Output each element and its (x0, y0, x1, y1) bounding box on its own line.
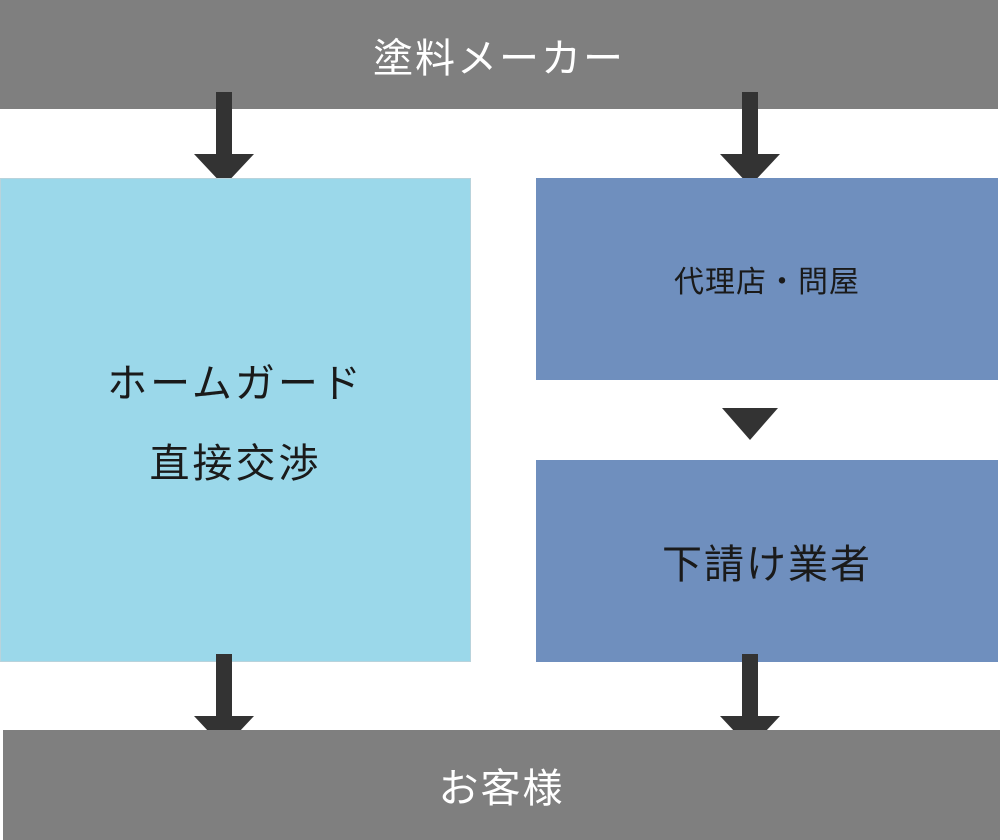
arrow-down-icon (720, 92, 780, 186)
agency-wholesaler-label: 代理店・問屋 (674, 265, 860, 300)
direct-negotiation-box: ホームガード 直接交渉 (0, 178, 471, 662)
subcontractor-label: 下請け業者 (662, 542, 872, 588)
paint-manufacturer-band: 塗料メーカー (0, 0, 998, 109)
arrow-down-icon (194, 92, 254, 186)
company-name-label: ホームガード (107, 361, 364, 407)
subcontractor-box: 下請け業者 (536, 460, 998, 662)
customer-label: お客様 (438, 766, 565, 812)
customer-band: お客様 (3, 730, 1000, 840)
agency-wholesaler-box: 代理店・問屋 (536, 178, 998, 380)
triangle-down-icon (722, 408, 778, 440)
paint-manufacturer-label: 塗料メーカー (373, 35, 625, 82)
direct-negotiation-label: 直接交渉 (149, 441, 322, 487)
